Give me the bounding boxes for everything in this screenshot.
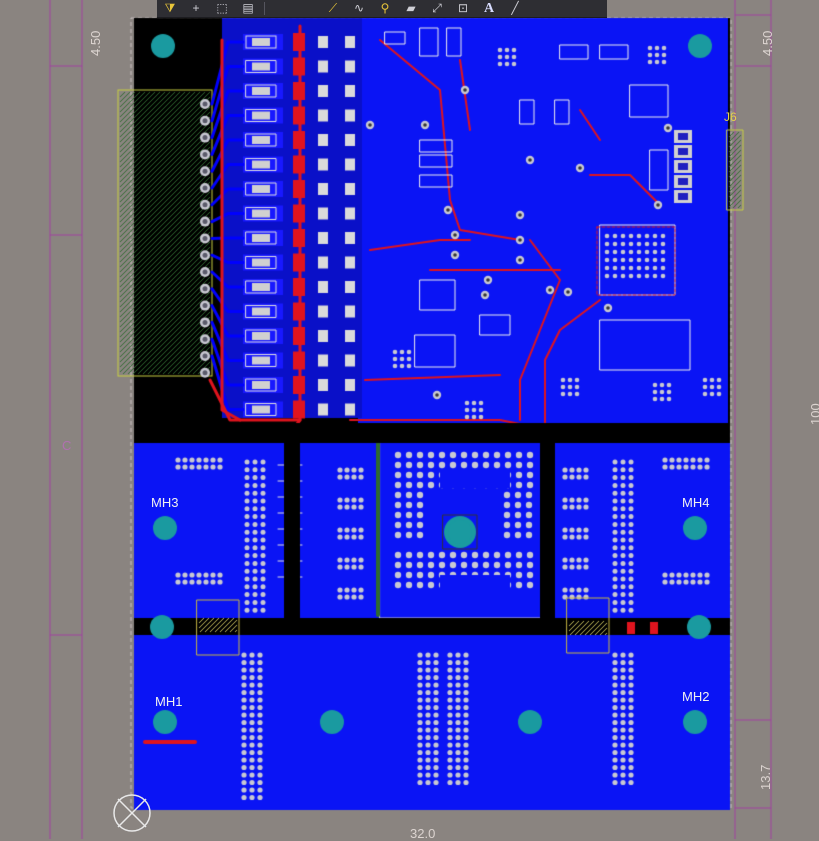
dimension-tool-button[interactable]: ⊡ <box>457 1 469 15</box>
via-tool-button[interactable]: ⚲ <box>380 1 390 15</box>
diff-pair-tool-button[interactable]: ⤢ <box>432 1 442 15</box>
pcb-toolbar: ⧩ + ⬚ ▤ ⟋ ∿ ⚲ ▰ ⤢ ⊡ A ╱ <box>157 0 607 18</box>
designator-mh2[interactable]: MH2 <box>682 689 710 704</box>
fill-tool-button[interactable]: ▰ <box>406 1 416 15</box>
designator-mh3[interactable]: MH3 <box>151 495 179 510</box>
line-tool-button[interactable]: ╱ <box>511 1 519 15</box>
string-tool-button[interactable]: A <box>483 1 495 16</box>
filter-tool-button[interactable]: ⧩ <box>164 1 176 15</box>
dimension-left-top: 4.50 <box>88 30 103 56</box>
crosshair-tool-button[interactable]: + <box>192 1 200 15</box>
dimension-right-edge: 100 <box>808 403 819 425</box>
route-tool-button[interactable]: ⟋ <box>328 1 338 15</box>
dimension-bottom-right: 13.7 <box>758 764 773 790</box>
dimension-bottom-center: 32.0 <box>410 826 436 841</box>
toolbar-separator <box>264 2 265 15</box>
dimension-right-top: 4.50 <box>760 30 775 56</box>
origin-marker-icon <box>113 794 151 832</box>
dimension-c-marker: C <box>62 438 72 453</box>
designator-mh4[interactable]: MH4 <box>682 495 710 510</box>
designator-j6[interactable]: J6 <box>724 110 737 124</box>
align-tool-button[interactable]: ▤ <box>242 1 254 15</box>
designator-mh1[interactable]: MH1 <box>155 694 183 709</box>
select-rect-tool-button[interactable]: ⬚ <box>216 1 228 15</box>
interactive-route-tool-button[interactable]: ∿ <box>353 1 365 15</box>
